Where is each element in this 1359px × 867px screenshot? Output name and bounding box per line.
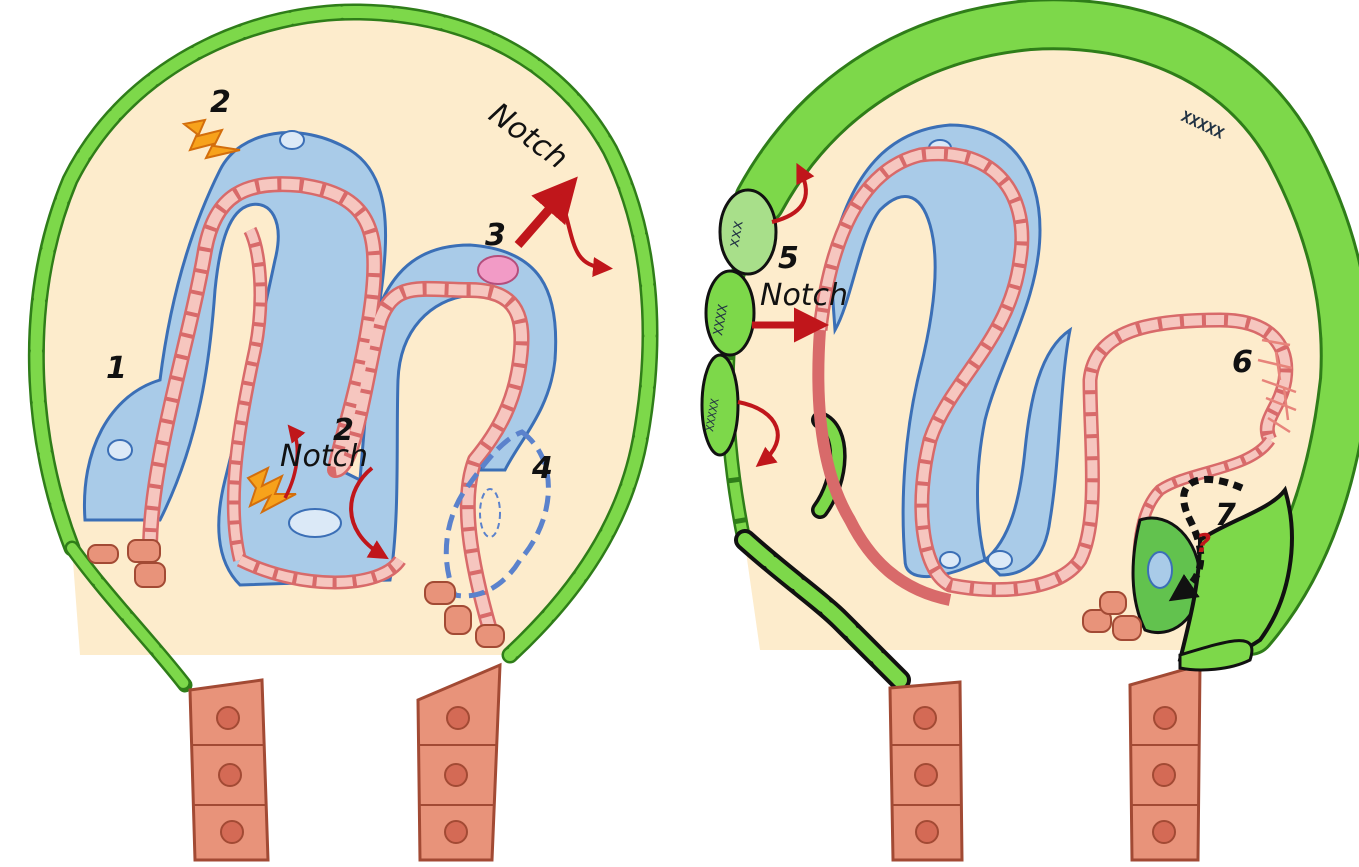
label-question: ? — [1196, 529, 1211, 559]
right-duct-1 — [890, 682, 962, 860]
left-duct-1 — [190, 680, 268, 860]
label-5: 5 — [778, 241, 799, 276]
left-duct-2 — [418, 665, 500, 860]
left-structure: 1 2 2 3 4 Notch Notch — [36, 12, 650, 860]
label-1: 1 — [106, 351, 127, 386]
right-structure: xxx XXXX XXXXX XXXXX — [702, 22, 1346, 860]
label-4: 4 — [531, 451, 553, 486]
label-notch-right: Notch — [760, 278, 848, 313]
right-duct-2 — [1130, 665, 1200, 860]
label-7: 7 — [1215, 498, 1236, 533]
right-activated-cell-c: XXXXX — [702, 355, 738, 455]
left-target-nucleus — [478, 256, 518, 284]
label-2-top: 2 — [210, 85, 231, 120]
label-notch-mid: Notch — [280, 439, 368, 474]
label-6: 6 — [1232, 345, 1253, 380]
label-3: 3 — [485, 218, 506, 253]
right-activated-cell-a: xxx — [720, 190, 776, 274]
right-activated-cell-b: XXXX — [706, 271, 754, 355]
